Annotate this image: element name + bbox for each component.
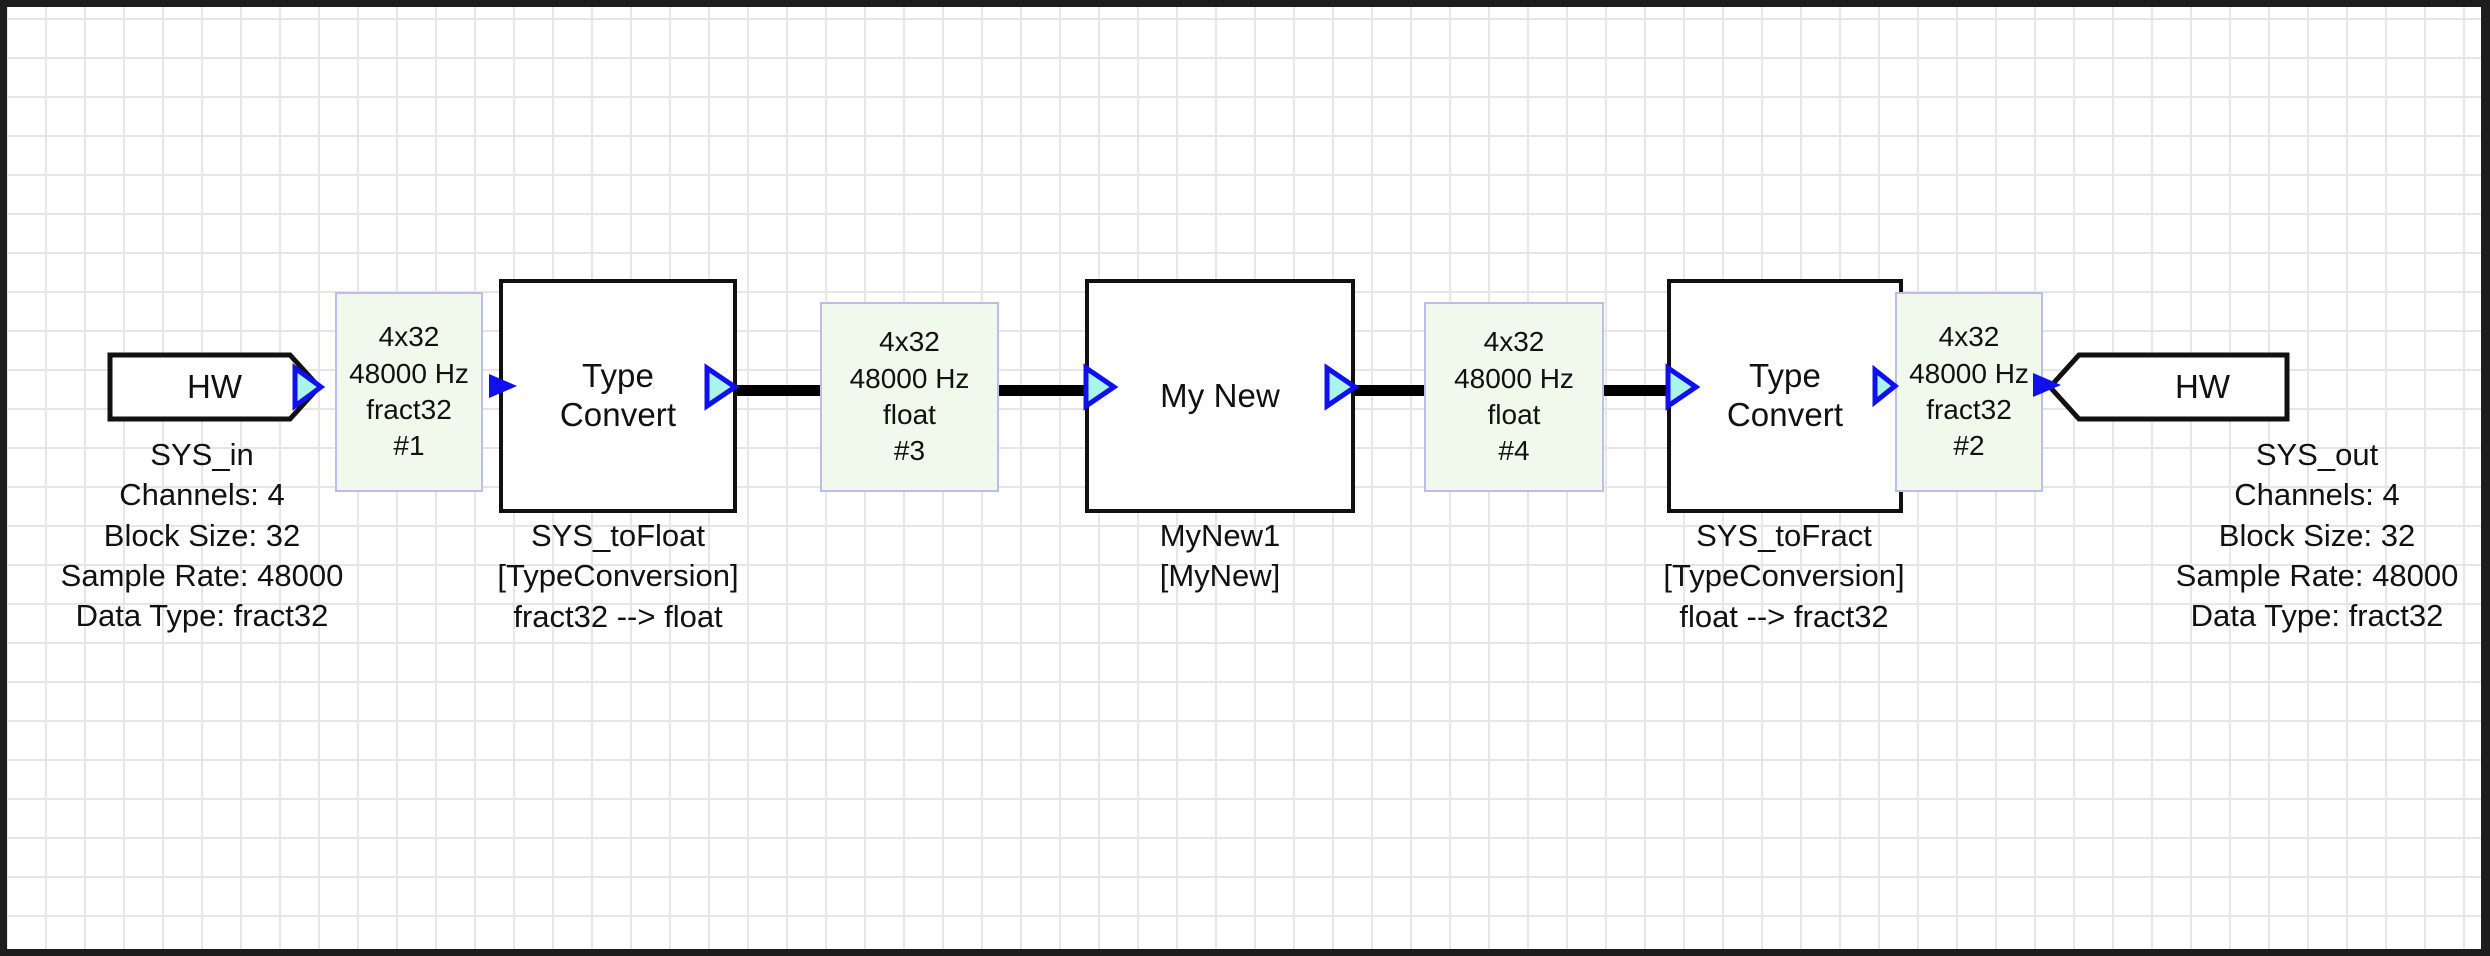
sys-tofract-input-port[interactable] — [1662, 362, 1702, 412]
sys-tofract-output-port[interactable] — [1869, 365, 1903, 407]
signal-box-3-text: 4x32 48000 Hz float #3 — [849, 326, 970, 467]
sys-tofloat-output-port[interactable] — [701, 362, 741, 412]
node-sys-out[interactable]: HW — [2047, 352, 2290, 422]
caption-mynew: MyNew1 [MyNew] — [1159, 518, 1281, 594]
sys-tofloat-input-port[interactable] — [485, 369, 519, 403]
mynew-input-port[interactable] — [1080, 362, 1120, 412]
sys-tofract-label: Type Convert — [1726, 357, 1844, 433]
sys-in-shape — [107, 352, 322, 422]
caption-sys-tofract: SYS_toFract [TypeConversion] float --> f… — [1663, 518, 1905, 634]
caption-sys-in: SYS_in Channels: 4 Block Size: 32 Sample… — [60, 437, 344, 634]
port-triangle-icon — [1665, 363, 1701, 411]
signal-box-1[interactable]: 4x32 48000 Hz fract32 #1 — [335, 292, 483, 492]
port-triangle-icon — [292, 363, 325, 411]
port-triangle-icon — [1324, 363, 1360, 411]
mynew-output-port[interactable] — [1321, 362, 1361, 412]
port-arrow-icon — [2033, 372, 2062, 398]
node-sys-tofract[interactable]: Type Convert — [1667, 279, 1903, 513]
mynew-label: My New — [1160, 376, 1280, 414]
sys-out-shape — [2047, 352, 2290, 422]
sys-out-input-port[interactable] — [2029, 367, 2063, 403]
signal-box-2-text: 4x32 48000 Hz fract32 #2 — [1909, 321, 2029, 462]
signal-box-4-text: 4x32 48000 Hz float #4 — [1454, 326, 1574, 467]
port-triangle-icon — [704, 363, 740, 411]
signal-box-3[interactable]: 4x32 48000 Hz float #3 — [820, 302, 999, 492]
port-arrow-icon — [489, 373, 518, 399]
sys-in-output-port[interactable] — [289, 362, 325, 412]
sys-tofloat-label: Type Convert — [559, 357, 677, 433]
signal-box-4[interactable]: 4x32 48000 Hz float #4 — [1424, 302, 1604, 492]
node-mynew[interactable]: My New — [1085, 279, 1355, 513]
port-triangle-icon — [1083, 363, 1119, 411]
signal-box-1-text: 4x32 48000 Hz fract32 #1 — [349, 321, 469, 462]
signal-box-2[interactable]: 4x32 48000 Hz fract32 #2 — [1895, 292, 2043, 492]
caption-sys-out: SYS_out Channels: 4 Block Size: 32 Sampl… — [2175, 437, 2459, 634]
caption-sys-tofloat: SYS_toFloat [TypeConversion] fract32 -->… — [497, 518, 739, 634]
node-sys-tofloat[interactable]: Type Convert — [499, 279, 737, 513]
port-triangle-icon — [1872, 365, 1900, 407]
